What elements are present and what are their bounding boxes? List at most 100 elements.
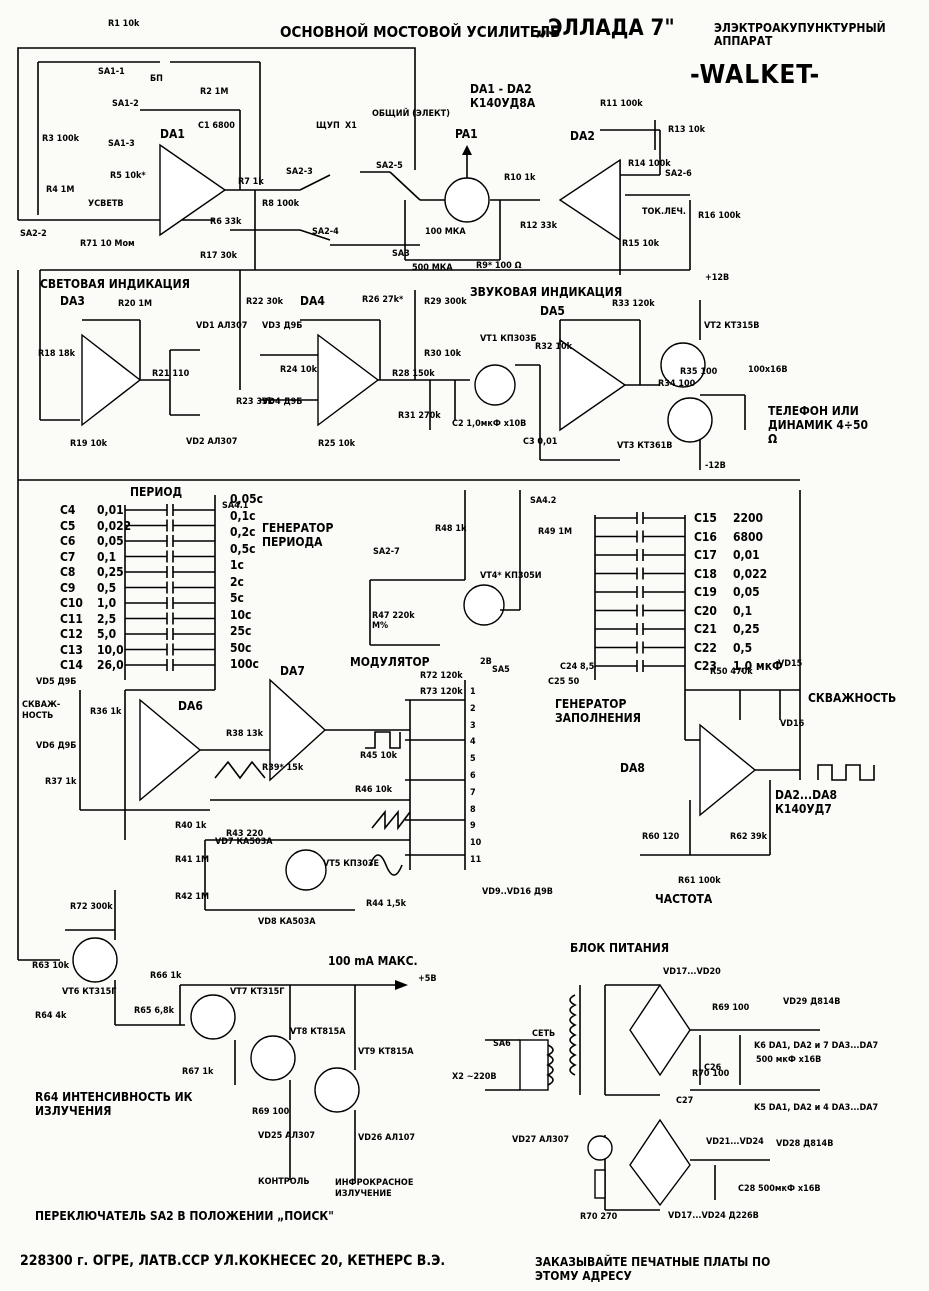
fill-cap-value: 1,0 мкФ (733, 659, 783, 673)
sa5-position: 2 (470, 703, 476, 714)
switch-note: ПЕРЕКЛЮЧАТЕЛЬ SA2 В ПОЛОЖЕНИИ „ПОИСК" (35, 1209, 334, 1223)
component-label: 500 МКА (412, 263, 453, 273)
component-label: VD3 Д9Б (262, 321, 303, 331)
component-label: R20 1M (118, 299, 153, 309)
duty-label: СКВАЖНОСТЬ (808, 691, 897, 705)
vt3-transistor (667, 397, 713, 443)
component-label: R23 33k (236, 397, 273, 407)
period-cap-ref: C9 (60, 580, 76, 595)
component-label: ТОК.ЛЕЧ. (642, 207, 686, 217)
component-label: SA4.1 (222, 501, 249, 511)
component-label: R32 10k (535, 342, 572, 352)
component-label: SA5 (492, 665, 510, 675)
fill-cap-value: 0,01 (733, 548, 760, 562)
component-label: VD5 Д9Б (36, 677, 77, 687)
sa5-position: 3 (470, 720, 476, 731)
component-label: R62 39k (730, 832, 767, 842)
component-label: K6 DA1, DA2 и 7 DA3...DA7 (754, 1041, 879, 1051)
component-label: VD28 Д814В (776, 1139, 834, 1149)
component-label: SA6 (493, 1039, 511, 1049)
fill-cap-value: 6800 (733, 529, 764, 544)
component-label: VD4 Д9Б (262, 397, 303, 407)
component-label: R22 30k (246, 297, 283, 307)
period-cap-ref: C8 (60, 565, 76, 579)
component-label: R64 4k (35, 1011, 67, 1021)
order-note: ЗАКАЗЫВАЙТЕ ПЕЧАТНЫЕ ПЛАТЫ ПО ЭТОМУ АДРЕ… (535, 1255, 771, 1284)
component-label: R29 300k (424, 297, 467, 307)
da1-da2-type: DA1 - DA2 К140УД8А (470, 82, 536, 111)
component-label: R19 10k (70, 439, 107, 449)
component-label: C2 1,0мкФ x10B (452, 419, 527, 429)
component-label: R33 120k (612, 299, 655, 309)
component-label: X2 ~220В (452, 1072, 497, 1082)
period-step: 0,2с (230, 525, 256, 539)
component-label: R24 10k (280, 365, 317, 375)
fill-cap-ref: C23 (694, 659, 717, 673)
sound-indication-label: ЗВУКОВАЯ ИНДИКАЦИЯ (470, 285, 623, 299)
component-label: C26 (704, 1063, 722, 1073)
pa1-label: PA1 (455, 127, 478, 141)
net-label: СЕТЬ (532, 1029, 556, 1039)
component-label: SA3 (392, 249, 410, 259)
period-step: 100с (230, 657, 259, 671)
component-label: SA4.2 (530, 496, 557, 506)
component-label: VT2 КТ315В (704, 321, 760, 331)
period-cap-ref: C7 (60, 549, 76, 564)
vt9-transistor (314, 1067, 360, 1113)
sa5-position: 4 (470, 737, 476, 748)
da3-label: DA3 (60, 294, 85, 308)
component-label: R39* 15k (262, 763, 304, 773)
component-label: R72 120k (420, 671, 463, 681)
component-label: R21 110 (152, 369, 190, 379)
component-label: +5В (418, 974, 437, 984)
component-label: C25 50 (548, 677, 580, 687)
component-label: R49 1M (538, 527, 573, 537)
author-address: 228300 г. ОГРЕ, ЛАТВ.ССР УЛ.КОКНЕСЕС 20,… (20, 1253, 446, 1269)
sa5-position: 6 (470, 771, 476, 781)
period-cap-ref: C13 (60, 642, 83, 657)
component-label: -12В (705, 461, 726, 471)
sawtooth-wave-icon (371, 809, 411, 831)
period-cap-ref: C4 (60, 503, 76, 517)
vt6-transistor (72, 937, 118, 983)
phone-label: ТЕЛЕФОН ИЛИ ДИНАМИК 4÷50 Ω (768, 404, 868, 446)
fill-cap-ref: C20 (694, 603, 717, 618)
period-cap-value: 0,01 (97, 503, 124, 517)
component-label: VT9 КТ815А (358, 1047, 414, 1057)
component-label: R26 27k* (362, 295, 404, 305)
da7-label: DA7 (280, 664, 305, 678)
component-label: SA2-6 (665, 169, 692, 179)
component-label: C1 6800 (198, 121, 235, 131)
component-label: R47 220k (372, 611, 415, 621)
component-label: R16 100k (698, 211, 741, 221)
component-label: R7 1k (238, 177, 264, 187)
component-label: VD25 АЛ307 (258, 1131, 315, 1141)
triangle-wave-icon (214, 760, 266, 780)
model-name: -WALKET- (690, 60, 821, 90)
component-label: R69 100 (712, 1003, 750, 1013)
period-cap-value: 0,1 (97, 549, 117, 564)
component-label: VD2 АЛ307 (186, 437, 238, 447)
component-label: R65 6,8k (134, 1006, 175, 1016)
max-current-label: 100 mA МАКС. (328, 954, 418, 968)
component-label: VD17...VD24 Д226В (668, 1211, 759, 1221)
component-label: VD15 (778, 659, 803, 669)
sa5-position: 11 (470, 855, 482, 865)
component-label: R25 10k (318, 439, 355, 449)
period-cap-value: 2,5 (97, 611, 117, 626)
component-label: R71 10 Мом (80, 239, 135, 249)
period-cap-ref: C6 (60, 534, 76, 548)
fill-cap-value: 0,05 (733, 585, 760, 599)
frequency-label: ЧАСТОТА (655, 892, 713, 906)
vt2-transistor (660, 342, 706, 388)
component-label: R72 300k (70, 902, 113, 912)
component-label: VD8 КА503А (258, 917, 316, 927)
fill-cap-ref: C15 (694, 511, 717, 525)
da2-opamp (558, 158, 621, 242)
vd27-led (587, 1135, 613, 1161)
sa5-position: 1 (470, 687, 476, 697)
ir-intensity-label: R64 ИНТЕНСИВНОСТЬ ИК ИЗЛУЧЕНИЯ (35, 1090, 193, 1119)
component-label: 500 мкФ x16В (756, 1055, 822, 1065)
component-label: R40 1k (175, 821, 207, 831)
component-label: ОБЩИЙ (ЭЛЕКТ) (372, 109, 450, 119)
